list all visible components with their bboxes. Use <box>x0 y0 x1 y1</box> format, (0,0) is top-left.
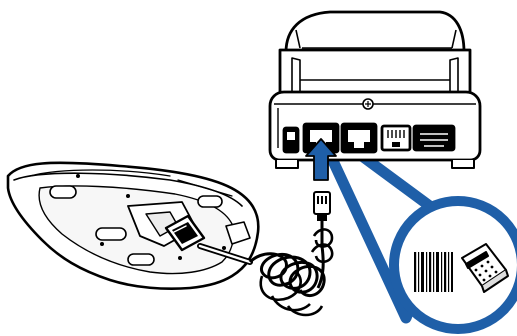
port-callout <box>327 142 517 329</box>
coiled-cable <box>250 214 332 315</box>
handheld-base <box>8 163 258 289</box>
port-row <box>284 124 454 152</box>
printer-rear <box>270 12 480 168</box>
cable-connector <box>314 192 330 220</box>
